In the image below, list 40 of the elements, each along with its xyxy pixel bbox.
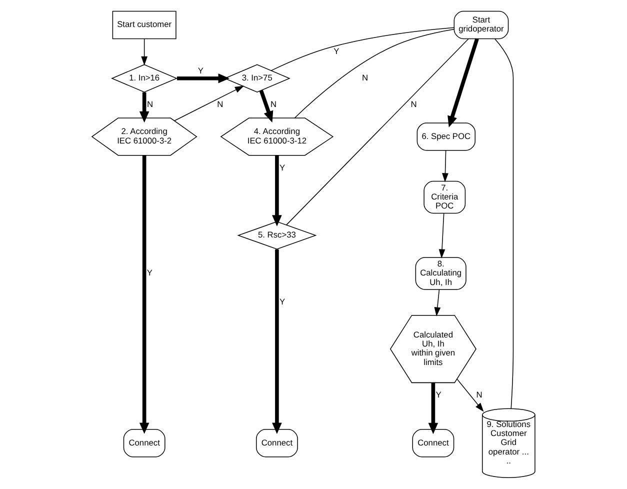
edge-label: Y — [334, 46, 340, 56]
arrow — [428, 382, 438, 434]
connector — [270, 27, 454, 71]
arrow — [141, 38, 148, 66]
edge-label: Y — [436, 390, 442, 400]
arrow — [272, 156, 282, 226]
arrow — [272, 249, 282, 434]
edge-label: Y — [198, 66, 204, 76]
node-box: 8. Calculating Uh, Ih — [415, 257, 466, 290]
connector — [494, 38, 514, 409]
edge-label: N — [476, 390, 482, 400]
node-diamond: 5. Rsc>33 — [237, 221, 317, 250]
edge-label: Y — [146, 268, 152, 278]
edge-label: Y — [279, 162, 286, 172]
arrow — [448, 38, 479, 128]
connector — [294, 28, 454, 118]
arrow — [456, 378, 484, 412]
connector — [286, 38, 469, 226]
arrow — [259, 90, 274, 122]
edge-label: N — [362, 72, 368, 83]
node-box: 6. Spec POC — [416, 122, 476, 151]
arrow — [174, 86, 244, 122]
arrow — [176, 73, 230, 84]
edge-label: N — [217, 99, 224, 110]
node-diamond: 1. In>16 — [111, 64, 178, 92]
arrow — [438, 213, 446, 258]
node-box: Connect — [256, 429, 298, 458]
node-box: Connect — [123, 429, 166, 458]
node-box: Connect — [412, 429, 454, 458]
arrow — [434, 289, 441, 316]
edge-label: Y — [279, 296, 286, 307]
arrow — [442, 150, 448, 182]
edge-label: N — [270, 99, 277, 110]
edge-label: N — [147, 99, 154, 110]
node-box: Start gridoperator — [454, 10, 509, 40]
node-box: Start customer — [112, 10, 176, 40]
arrow — [139, 92, 150, 123]
arrow — [139, 156, 150, 434]
node-box: 7. Criteria POC — [424, 180, 466, 214]
edge-label: N — [410, 99, 417, 110]
